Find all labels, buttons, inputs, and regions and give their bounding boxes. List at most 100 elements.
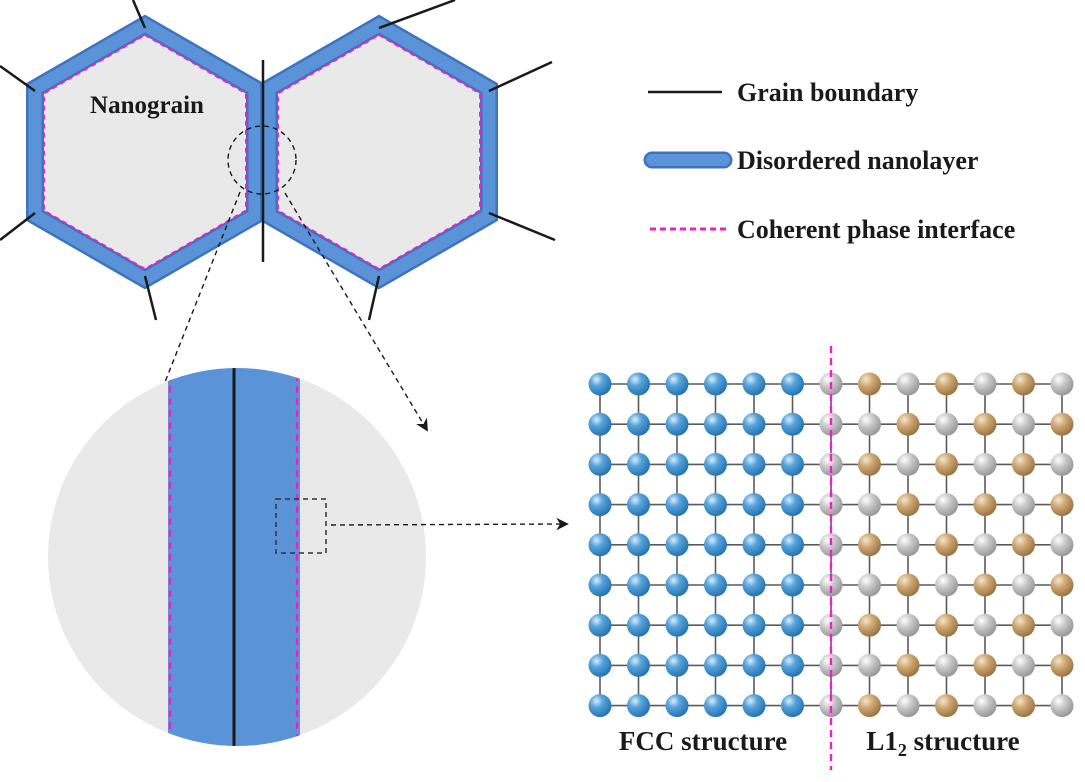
fcc-atom [627,452,650,476]
l12-gray-atom [973,533,997,557]
fcc-atom [588,493,612,517]
l12-gold-atom [1050,573,1074,597]
l12-gold-atom [935,372,958,396]
l12-gray-atom [935,493,958,517]
fcc-atom [742,653,766,677]
fcc-atom [588,533,612,557]
zoom-grain-boundary-line [232,368,236,746]
nanograin-diagram: Nanograin [0,0,556,432]
fcc-atom [704,533,727,557]
zoom-circle-view [48,368,569,746]
l12-gray-atom [1050,694,1074,718]
l12-gold-atom [1050,493,1074,517]
l12-gray-atom [896,533,920,557]
l12-label-suffix: structure [907,726,1020,756]
fcc-atom [742,533,766,557]
l12-gold-atom [1012,613,1035,637]
legend-label-grain-boundary: Grain boundary [737,78,918,107]
grain-boundary-lines [0,0,556,321]
l12-gray-atom [973,613,997,637]
fcc-atom [742,573,766,597]
fcc-atom [665,694,689,718]
l12-gray-atom [1050,613,1074,637]
fcc-atom [742,613,766,637]
fcc-atom [588,573,612,597]
l12-gray-atom [1050,452,1074,476]
fcc-atom [704,412,727,436]
fcc-atom [665,613,689,637]
l12-gray-atom [858,412,881,436]
l12-gray-atom [1012,653,1035,677]
l12-gray-atom [973,694,997,718]
zoom-arrow-left [150,191,241,417]
fcc-atom [781,694,804,718]
l12-gray-atom [1012,493,1035,517]
fcc-atom [781,372,804,396]
l12-gray-atom [1050,372,1074,396]
l12-gray-atom [896,694,920,718]
interface-atom [819,653,843,677]
fcc-atom [665,653,689,677]
l12-gold-atom [1012,452,1035,476]
legend-item-disordered-nanolayer: Disordered nanolayer [643,146,978,175]
l12-gold-atom [858,452,881,476]
fcc-atom [742,493,766,517]
fcc-atom [742,694,766,718]
fcc-atom [742,372,766,396]
l12-gray-atom [1050,533,1074,557]
fcc-atom [781,533,804,557]
l12-gray-atom [896,452,920,476]
l12-gold-atom [858,694,881,718]
fcc-atom [627,412,650,436]
inspection-dashed-square [275,498,327,554]
fcc-atom [627,573,650,597]
nanograin-label: Nanograin [90,92,204,119]
fcc-atom [627,493,650,517]
lattice-zoom-arrow [330,517,569,531]
fcc-atom [588,412,612,436]
l12-gold-atom [935,694,958,718]
fcc-atom [781,653,804,677]
l12-gray-atom [935,412,958,436]
l12-gold-atom [858,613,881,637]
l12-gold-atom [1050,653,1074,677]
grain-boundary-line [367,275,381,321]
l12-gold-atom [858,533,881,557]
l12-gray-atom [858,493,881,517]
l12-gold-atom [1012,372,1035,396]
fcc-atom [704,493,727,517]
l12-gray-atom [935,573,958,597]
grain-boundary-line [131,0,147,29]
fcc-atom [588,653,612,677]
fcc-atom [704,653,727,677]
l12-gold-atom [896,412,920,436]
lattice-atoms [588,372,1074,718]
fcc-atom [665,452,689,476]
l12-label-subscript: 2 [898,740,907,760]
grain-boundary-line [488,60,553,93]
grain-boundary-line [0,64,36,93]
fcc-atom [704,613,727,637]
l12-gold-atom [973,412,997,436]
l12-gold-atom [896,493,920,517]
fcc-atom [781,412,804,436]
fcc-atom [665,372,689,396]
interface-atom [819,452,843,476]
l12-gray-atom [1012,573,1035,597]
fcc-atom [588,613,612,637]
interface-atom [819,573,843,597]
l12-gold-atom [896,573,920,597]
fcc-atom [665,533,689,557]
legend-item-coherent-phase-interface: Coherent phase interface [650,215,1015,244]
l12-gray-atom [896,372,920,396]
l12-gray-atom [858,573,881,597]
fcc-atom [665,573,689,597]
interface-atom [819,694,843,718]
fcc-atom [704,452,727,476]
magnifier-dashed-circle [227,125,297,195]
legend-label-disordered-nanolayer: Disordered nanolayer [737,146,978,175]
l12-gold-atom [973,653,997,677]
l12-gold-atom [1050,412,1074,436]
